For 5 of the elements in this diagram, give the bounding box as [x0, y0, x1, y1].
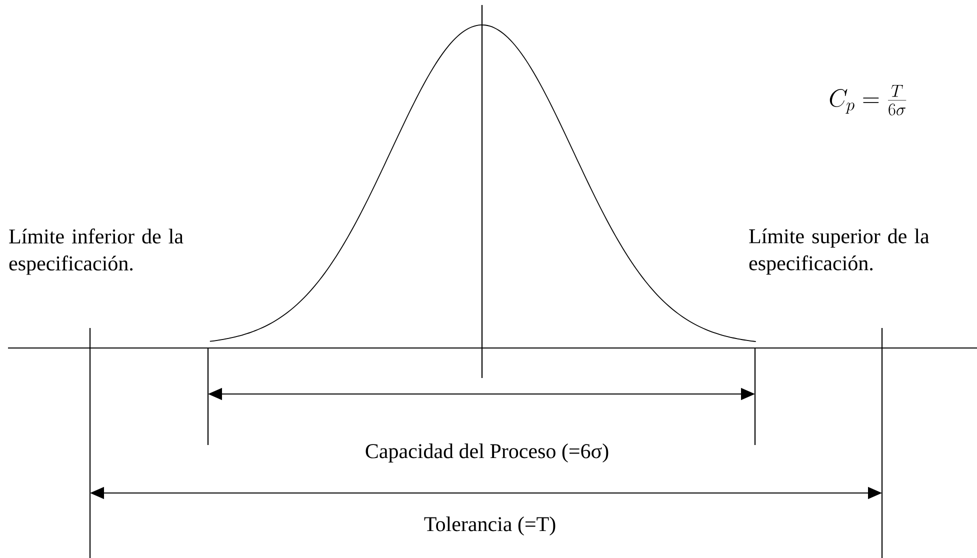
dimension-label: Tolerancia (=T)	[424, 516, 556, 536]
dimension-label: Capacidad del Proceso (=6σ)	[366, 444, 608, 463]
spec-limit-label: Límite superior de la especificación.	[749, 228, 930, 275]
spec-limit-label: Límite inferior de la especificación.	[9, 228, 184, 275]
formula: $C_p = \frac{T}{6\sigma}$	[830, 85, 906, 116]
